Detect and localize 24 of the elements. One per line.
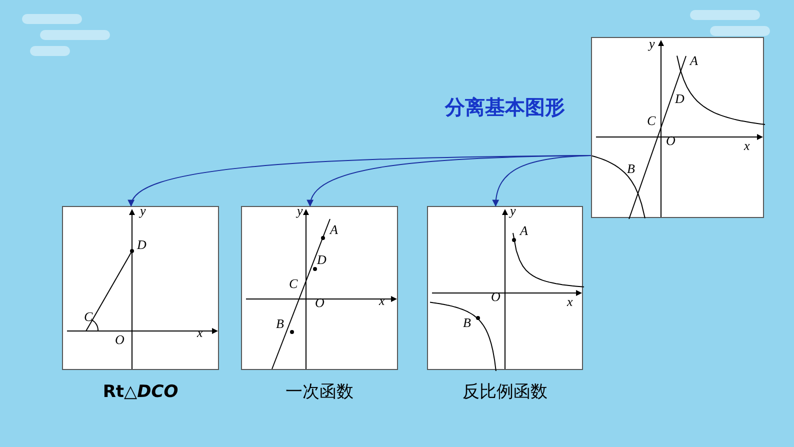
point-label: x [744, 139, 750, 153]
point-label: C [289, 277, 298, 291]
point-label: y [649, 37, 655, 51]
graph-title: 反比例函数 [462, 382, 548, 402]
point-label: y [510, 204, 516, 218]
graph-title: 一次函数 [284, 382, 354, 402]
heading: 分离基本图形 [445, 95, 565, 119]
point-label: O [115, 333, 124, 347]
point-label: D [675, 92, 684, 106]
point-label: D [137, 238, 146, 252]
point-label: C [647, 114, 656, 128]
point-label: y [140, 204, 146, 218]
point-label: D [317, 253, 326, 267]
point-label: B [627, 162, 635, 176]
point-label: B [463, 316, 471, 330]
point-label: y [297, 204, 303, 218]
point-label: C [84, 310, 93, 324]
point-label: B [276, 317, 284, 331]
graph-title: Rt△DCO [102, 382, 180, 402]
point-label: x [567, 295, 573, 309]
point-label: A [520, 224, 528, 238]
arrow [492, 155, 592, 207]
point-label: A [690, 54, 698, 68]
point-label: A [330, 223, 338, 237]
